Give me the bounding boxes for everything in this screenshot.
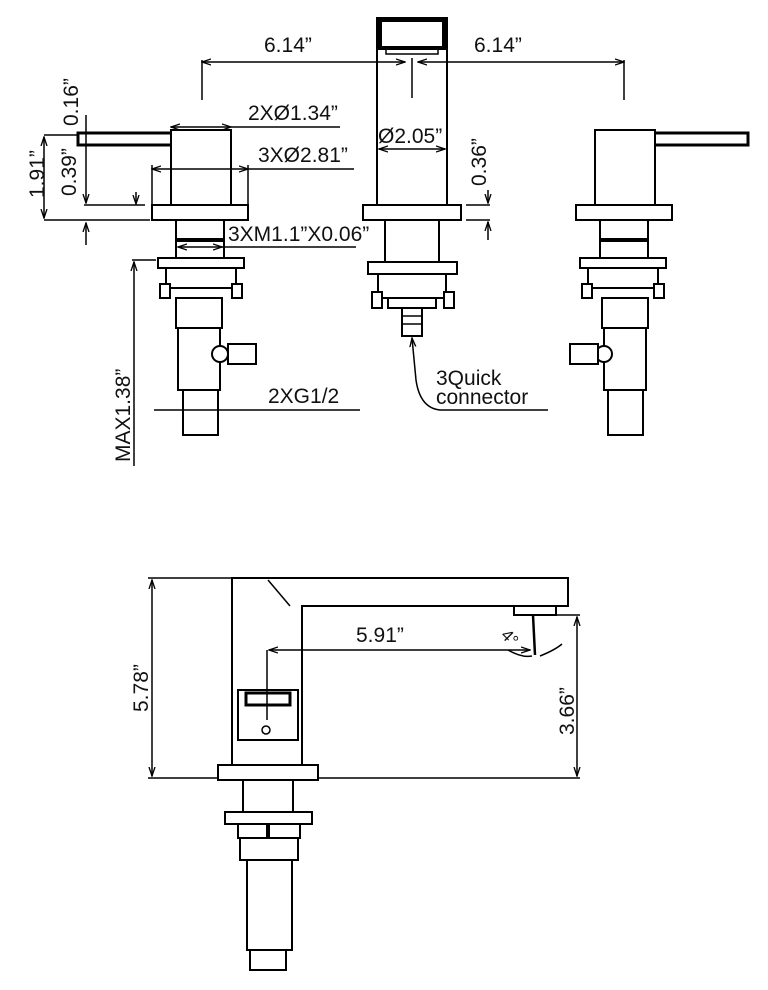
connector-label-line1: 3Quick xyxy=(436,367,502,390)
side-dimensions: 5.78” 3.66” 5.91” 4° xyxy=(130,577,580,779)
inlet-label: 2XG1/2 xyxy=(268,385,339,408)
spout-diameter-label: Ø2.05” xyxy=(378,125,442,148)
spout-front-view xyxy=(362,17,462,337)
lever-height-label: 0.39” xyxy=(58,148,81,196)
angle-label: 4° xyxy=(497,625,522,650)
spout-reach-label: 5.91” xyxy=(356,624,404,647)
lever-thickness-label: 0.16” xyxy=(60,78,83,126)
connector-label-line2: connector xyxy=(436,386,528,409)
base-diameter-label: 3XØ2.81” xyxy=(258,144,348,167)
right-handle-valve xyxy=(569,129,750,436)
max-deck-label: MAX1.38” xyxy=(112,369,135,462)
handle-height-label: 1.91” xyxy=(26,150,49,198)
spacing-left-label: 6.14” xyxy=(264,34,312,57)
base-thickness-label: 0.36” xyxy=(468,138,491,186)
left-handle-valve xyxy=(76,129,257,436)
spacing-right-label: 6.14” xyxy=(474,34,522,57)
faucet-side-view xyxy=(217,577,569,971)
thread-label: 3XM1.1”X0.06” xyxy=(228,223,369,246)
total-height-label: 5.78” xyxy=(130,664,153,712)
spout-height-label: 3.66” xyxy=(556,687,579,735)
top-dimensions: 6.14” 6.14” 2XØ1.34” 3XØ2.81” Ø2.05” 3XM… xyxy=(26,34,624,466)
handle-diameter-label: 2XØ1.34” xyxy=(248,102,338,125)
